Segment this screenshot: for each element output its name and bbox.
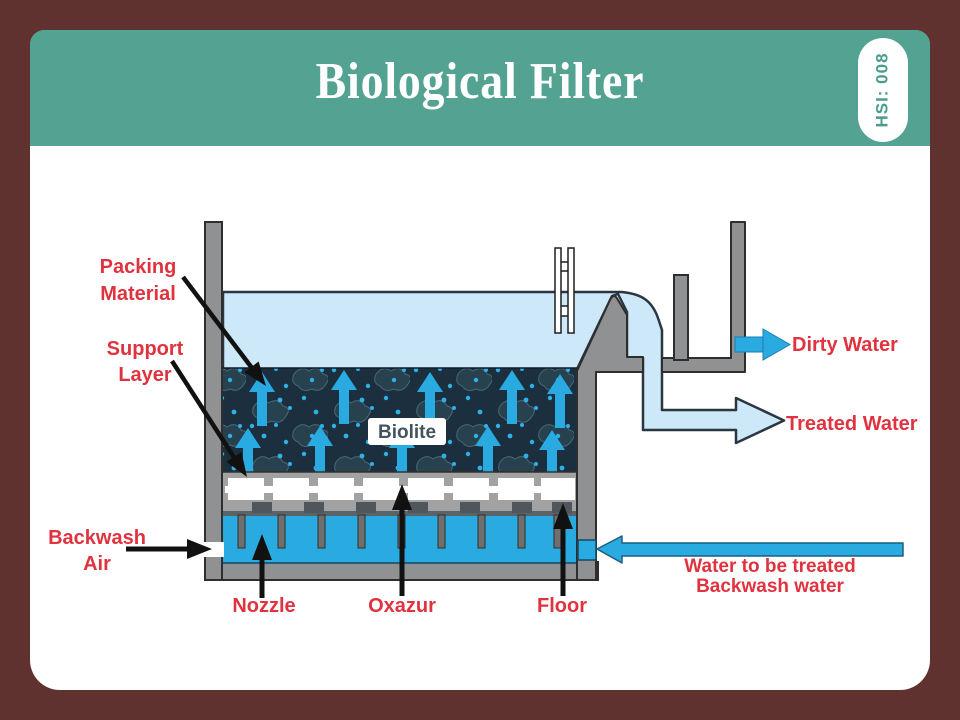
outflow-mid-wall <box>673 274 689 361</box>
floor-arrow <box>553 503 573 596</box>
label-oxazur: Oxazur <box>368 595 436 617</box>
label-inlet-line1: Water to be treated <box>684 556 855 577</box>
label-nozzle: Nozzle <box>232 595 295 617</box>
biolite-badge <box>368 418 446 445</box>
inlet-port <box>577 539 597 561</box>
label-backwash-line1: Backwash <box>48 527 146 549</box>
nozzle-arrow <box>252 534 272 598</box>
annotation-arrows <box>126 275 573 598</box>
label-inlet-line2: Backwash water <box>696 576 844 597</box>
packing-material-arrow <box>181 275 266 386</box>
label-backwash-line2: Air <box>83 553 111 575</box>
level-gauge-ladder <box>554 247 575 334</box>
backwash-air-port <box>202 542 224 557</box>
inlet-arrow <box>596 535 904 564</box>
tank-left-wall <box>204 221 223 581</box>
label-floor: Floor <box>537 595 587 617</box>
label-packing-line2: Material <box>100 283 176 305</box>
label-treated-water: Treated Water <box>786 413 918 435</box>
header-band <box>30 30 930 146</box>
label-support-line1: Support <box>107 338 184 360</box>
page-title: Biological Filter <box>315 53 645 110</box>
support-layer-arrow <box>170 359 247 477</box>
oxazur-arrow <box>392 484 412 596</box>
label-packing-line1: Packing <box>100 256 177 278</box>
label-support-line2: Layer <box>118 364 172 386</box>
backwash-air-arrow <box>126 539 212 559</box>
biolite-label: Biolite <box>378 422 436 443</box>
hsi-badge: HSI: 008 <box>858 38 908 142</box>
weir-wall <box>576 295 644 581</box>
dirty-water-arrow <box>734 328 792 361</box>
label-dirty-water: Dirty Water <box>792 334 898 356</box>
outflow-channel-wall <box>661 221 746 373</box>
